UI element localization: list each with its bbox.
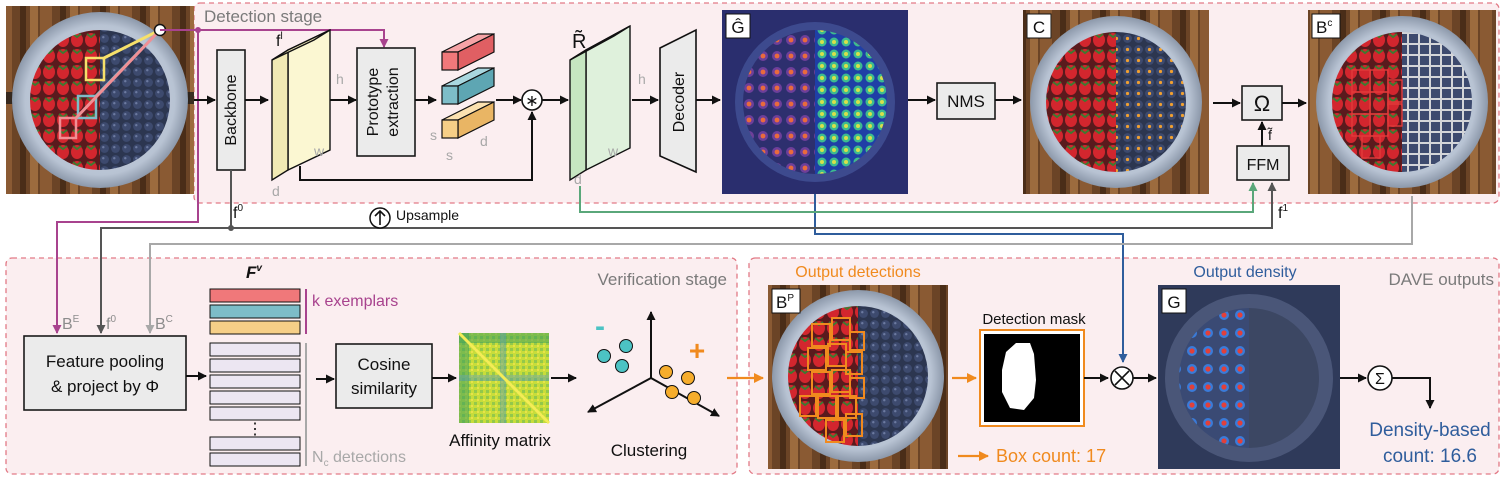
cosine-label-line2: similarity	[351, 379, 418, 398]
Bc-label-box	[1311, 13, 1341, 39]
detection-rows-ellipsis: ⋮	[247, 421, 263, 438]
decoder-block	[659, 28, 697, 174]
backbone-label: Backbone	[223, 74, 240, 145]
feature-volume-fl	[271, 28, 331, 182]
output-density-image	[1158, 285, 1340, 469]
outputs-stage-title: DAVE outputs	[1388, 270, 1494, 289]
Bc-label: Bc	[1316, 18, 1332, 37]
sum-to-count-arrow	[1392, 377, 1435, 409]
G-hat-label-box	[725, 13, 751, 39]
output-density-title: Output density	[1193, 264, 1296, 281]
R-dim-d: d	[574, 171, 582, 187]
f1-label: f1	[1278, 203, 1288, 222]
density-count-line1: Density-based	[1369, 420, 1490, 441]
f0-label-top: f0	[233, 203, 243, 222]
prototype-dim-d: d	[480, 133, 488, 149]
R-to-ffm-line	[579, 182, 1258, 213]
affinity-matrix-icon	[457, 331, 551, 425]
boxes-to-pooling-line	[145, 196, 1413, 334]
BP-label: BP	[776, 293, 794, 312]
R-tilde-label: R̃	[572, 30, 586, 53]
prototype-extraction-block	[356, 47, 416, 157]
candidate-boxes-icon	[1308, 10, 1496, 194]
G-label: G	[1167, 293, 1180, 312]
verification-stage-title: Verification stage	[598, 270, 727, 289]
mask-icon	[979, 329, 1085, 427]
feature-pooling-label-line2: & project by Φ	[51, 377, 159, 396]
exemplar-feature-rows	[209, 288, 301, 335]
cosine-label-line1: Cosine	[358, 355, 411, 374]
feature-pooling-label-line1: Feature pooling	[46, 352, 164, 371]
prototype-dim-s-bottom: s	[446, 147, 453, 163]
detection-stage-title: Detection stage	[204, 7, 322, 26]
fl-dim-d: d	[272, 183, 280, 199]
correlation-symbol: ∗	[525, 93, 538, 110]
ffm-block	[1236, 145, 1290, 181]
nms-label: NMS	[947, 92, 985, 111]
C-label-box	[1026, 13, 1052, 39]
G-hat-label: Ĝ	[731, 18, 744, 37]
ffm-label: FFM	[1247, 157, 1280, 174]
candidate-centers-icon	[1023, 10, 1209, 194]
BC-label: BC	[155, 314, 173, 333]
fl-skip-to-correlation-arrow	[299, 111, 537, 181]
fl-dim-w: w	[313, 143, 325, 159]
fl-dim-h: h	[336, 71, 344, 87]
decoder-label: Decoder	[671, 71, 688, 132]
prototype-teal	[441, 67, 495, 105]
output-detections-title: Output detections	[795, 264, 920, 281]
f-tilde-label: f̃	[1267, 127, 1273, 143]
R-dim-w: w	[607, 143, 619, 159]
nc-detections-label: Nc detections	[312, 449, 406, 469]
cosine-similarity-block	[335, 343, 433, 409]
detection-feature-rows	[209, 342, 301, 467]
box-count-label: Box count: 17	[996, 446, 1106, 466]
density-count-line2: count: 16.6	[1383, 446, 1477, 467]
f0-to-pooling-line	[96, 227, 231, 334]
Fv-label: Fv	[246, 263, 263, 282]
omega-label: Ω	[1254, 91, 1270, 116]
prototype-red	[441, 33, 495, 71]
cluster-plus-sign: +	[689, 335, 705, 366]
clustering-label: Clustering	[611, 441, 688, 460]
prototype-cubes	[441, 33, 495, 139]
BP-label-box	[771, 288, 801, 314]
omega-block	[1241, 85, 1283, 121]
detection-mask-title: Detection mask	[982, 311, 1086, 328]
k-exemplars-label: k exemplars	[312, 293, 398, 310]
prototype-label-line1: Prototype	[365, 68, 382, 137]
upsample-label: Upsample	[396, 207, 459, 223]
prototype-dim-s-side: s	[430, 127, 437, 143]
upsample-arrow-glyph	[374, 209, 386, 225]
f1-to-ffm-line	[231, 182, 1277, 229]
prototype-yellow	[441, 101, 495, 139]
cluster-scatter-icon	[587, 311, 720, 417]
cluster-minus-sign: -	[595, 310, 605, 343]
G-label-box	[1161, 288, 1187, 314]
R-dim-h: h	[638, 71, 646, 87]
feature-pooling-block	[23, 335, 187, 411]
affinity-label: Affinity matrix	[449, 431, 551, 450]
sum-symbol: Σ	[1375, 371, 1385, 388]
C-label: C	[1033, 18, 1045, 37]
product-cross-glyph	[1114, 370, 1130, 386]
fl-label: fl	[276, 31, 283, 50]
nms-block	[936, 82, 996, 120]
exemplar-to-prototype-line	[160, 29, 389, 48]
BE-label: BE	[62, 314, 80, 333]
density-to-product-line	[814, 194, 1128, 363]
plate-photo-icon	[6, 6, 194, 194]
f0-label-bottom: f0	[106, 314, 116, 333]
prototype-label-line2: extraction	[385, 67, 402, 136]
feature-volume-R	[569, 24, 631, 182]
output-detections-image	[768, 285, 948, 469]
backbone-block	[216, 49, 246, 171]
density-heatmap-icon	[722, 10, 908, 194]
exemplar-to-pooling-line	[52, 30, 199, 334]
